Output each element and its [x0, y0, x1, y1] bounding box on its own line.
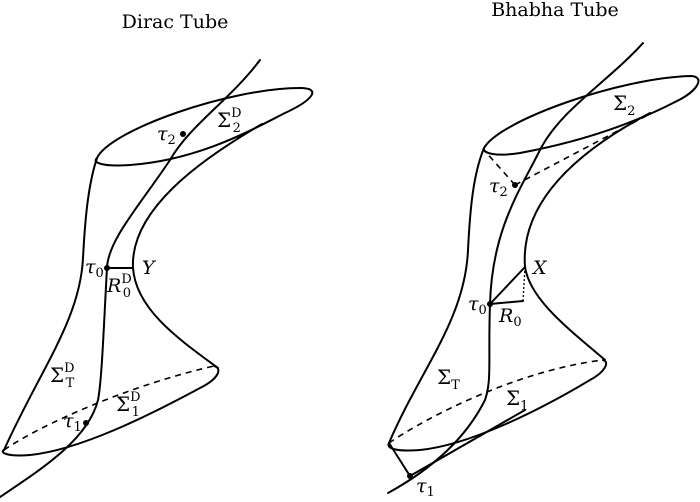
dirac-bottom-cap-front	[1, 365, 220, 457]
dirac-y-label: Y	[142, 257, 157, 279]
dirac-tube-title: Dirac Tube	[122, 11, 229, 33]
bhabha-tau1-point	[407, 473, 413, 479]
bhabha-tau2-label: τ2	[489, 175, 508, 200]
dirac-tube-left-edge	[3, 157, 98, 451]
dirac-tau1-point	[83, 420, 89, 426]
bhabha-tau1-cone-right	[409, 409, 526, 477]
bhabha-r0-label: R0	[498, 305, 522, 330]
bhabha-tube-left-edge	[388, 147, 485, 444]
bhabha-top-cap-ellipse	[482, 75, 700, 156]
bhabha-worldline	[387, 42, 644, 494]
bhabha-tube-panel: Bhabha Tube Σ2 τ2 X τ0 R0 ΣT	[387, 0, 700, 500]
bhabha-r0-dotted-segment	[522, 266, 526, 302]
bhabha-sigmaT-label: ΣT	[437, 365, 460, 393]
bhabha-tau2-cone-left	[483, 149, 516, 186]
bhabha-bottom-cap-back	[388, 359, 604, 444]
bhabha-tau0-point	[487, 301, 493, 307]
dirac-top-cap-ellipse	[94, 87, 314, 167]
bhabha-tau0-label: τ0	[468, 293, 487, 318]
bhabha-tau1-label: τ1	[416, 475, 435, 500]
dirac-tau0-point	[104, 265, 110, 271]
bhabha-tau2-cone-right	[514, 114, 649, 186]
dirac-tau0-label: τ0	[85, 256, 104, 281]
dirac-bottom-cap-back	[3, 365, 215, 451]
bhabha-r0-segment	[489, 300, 524, 305]
bhabha-x-segment	[489, 266, 526, 305]
bhabha-sigma1-label: Σ1	[506, 386, 528, 414]
bhabha-bottom-cap-front	[387, 359, 608, 452]
dirac-tube-right-edge	[131, 123, 263, 369]
bhabha-sigma2-label: Σ2	[613, 91, 635, 119]
bhabha-tube-title: Bhabha Tube	[491, 0, 619, 21]
bhabha-tau2-point	[512, 182, 518, 188]
dirac-tau2-point	[180, 131, 186, 137]
bhabha-tube-right-edge	[523, 112, 651, 361]
dirac-tau2-label: τ2	[157, 123, 176, 148]
bhabha-tau1-cone-left	[388, 442, 411, 477]
bhabha-x-label: X	[531, 257, 548, 279]
dirac-tau1-label: τ1	[63, 410, 82, 435]
